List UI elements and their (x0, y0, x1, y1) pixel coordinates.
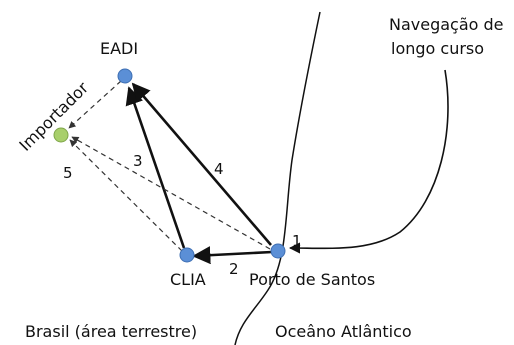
importador-label: Importador (15, 78, 92, 155)
porto-label: Porto de Santos (249, 270, 375, 289)
clia-label: CLIA (170, 270, 206, 289)
navegacao-label-line2: longo curso (391, 39, 484, 58)
step-3-label: 3 (133, 152, 143, 170)
dashed-arrow-eadi-to-importador (68, 80, 122, 129)
step-2-label: 2 (229, 260, 239, 278)
step-1-label: 1 (292, 232, 302, 250)
clia-node (179, 247, 195, 263)
importador-node (53, 127, 69, 143)
navegacao-arrow (288, 69, 449, 254)
step-5-label: 5 (63, 164, 73, 182)
step-4-label: 4 (214, 160, 224, 178)
oceano-label: Oceâno Atlântico (275, 322, 412, 341)
dashed-arrow-porto-to-importador (71, 136, 271, 250)
porto-node (270, 243, 286, 259)
eadi-label: EADI (100, 39, 138, 58)
brasil-label: Brasil (área terrestre) (25, 322, 197, 341)
eadi-node (117, 68, 133, 84)
coastline (234, 11, 321, 345)
arrow-4-porto-to-eadi (131, 82, 272, 246)
arrow-3-clia-to-eadi (125, 86, 186, 249)
navegacao-label-line1: Navegação de (389, 15, 504, 34)
arrow-2-porto-to-clia (192, 246, 273, 265)
